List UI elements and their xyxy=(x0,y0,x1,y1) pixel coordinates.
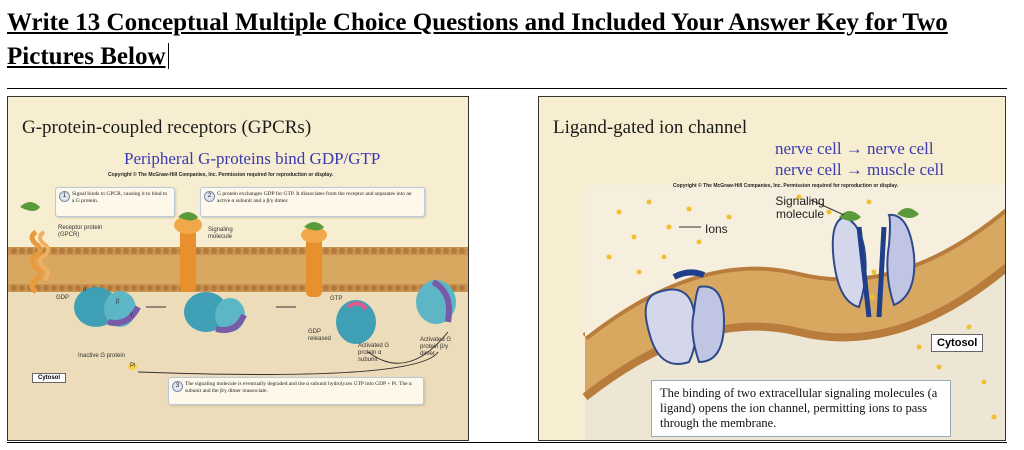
gpcr-copyright: Copyright © The McGraw-Hill Companies, I… xyxy=(108,172,334,178)
gpcr-cytosol-label: Cytosol xyxy=(32,373,67,383)
step-1-text: Signal binds to GPCR, causing it to bind… xyxy=(72,191,168,204)
text-cursor xyxy=(167,43,169,69)
label-pi: Pi xyxy=(128,363,138,370)
label-activated-alpha: Activated G protein α subunit xyxy=(358,343,390,363)
step-3-number: 3 xyxy=(172,381,183,392)
ion-channel-caption: The binding of two extracellular signali… xyxy=(651,380,951,437)
ion-channel-copyright: Copyright © The McGraw-Hill Companies, I… xyxy=(673,183,899,189)
label-gamma: γ xyxy=(130,312,133,318)
label-signaling-molecule-right: Signaling molecule xyxy=(775,194,825,221)
label-receptor: Receptor protein (GPCR) xyxy=(58,225,103,238)
page-heading: Write 13 Conceptual Multiple Choice Ques… xyxy=(7,6,1007,74)
closed-ion-channel xyxy=(644,269,726,365)
label-ions: Ions xyxy=(705,222,728,236)
step-3-box: 3 The signaling molecule is eventually d… xyxy=(168,377,424,405)
step-2-number: 2 xyxy=(204,191,215,202)
step-1-number: 1 xyxy=(59,191,70,202)
step-3-text: The signaling molecule is eventually deg… xyxy=(185,381,412,394)
label-gdp: GDP xyxy=(56,295,70,301)
label-activated-beta: Activated G protein β/γ dimer xyxy=(420,337,452,357)
label-alpha: α xyxy=(83,287,87,293)
label-signaling-molecule: Signaling molecule xyxy=(208,227,233,240)
ion-channel-line-1: nerve cell → nerve cell xyxy=(775,139,934,158)
ion-channel-cytosol-label: Cytosol xyxy=(931,334,984,352)
gpcr-title: G-protein-coupled receptors (GPCRs) xyxy=(22,117,312,138)
bottom-rule xyxy=(7,442,1007,443)
receptor-protein-2 xyxy=(174,212,247,333)
step-2-text: G protein exchanges GDP for GTP. It diss… xyxy=(217,191,412,204)
heading-line-2: Pictures Below xyxy=(7,43,166,70)
step-1-box: 1 Signal binds to GPCR, causing it to bi… xyxy=(55,187,175,217)
label-inactive-g-protein: Inactive G protein xyxy=(78,353,126,359)
label-gtp: GTP xyxy=(330,296,343,302)
gpcr-figure: G-protein-coupled receptors (GPCRs) Peri… xyxy=(7,96,469,441)
step-2-box: 2 G protein exchanges GDP for GTP. It di… xyxy=(200,187,425,217)
gpcr-subtitle: Peripheral G-proteins bind GDP/GTP xyxy=(124,149,381,168)
label-beta: β xyxy=(116,299,120,305)
receptor-protein-3 xyxy=(301,222,456,344)
ion-channel-title: Ligand-gated ion channel xyxy=(553,117,748,138)
ion-channel-figure: Ligand-gated ion channel nerve cell → ne… xyxy=(538,96,1006,441)
gpcr-illustration xyxy=(8,202,468,440)
top-rule xyxy=(7,88,1007,89)
signaling-molecule-free xyxy=(20,202,40,211)
ion-channel-line-2: nerve cell → muscle cell xyxy=(775,160,944,179)
label-gdp-released: GDP released xyxy=(308,329,332,342)
inactive-g-protein xyxy=(74,287,141,327)
heading-line-1: Write 13 Conceptual Multiple Choice Ques… xyxy=(7,9,948,36)
ion-channel-illustration xyxy=(582,185,1005,440)
open-ion-channel xyxy=(831,208,919,318)
receptor-protein-1 xyxy=(29,229,50,294)
